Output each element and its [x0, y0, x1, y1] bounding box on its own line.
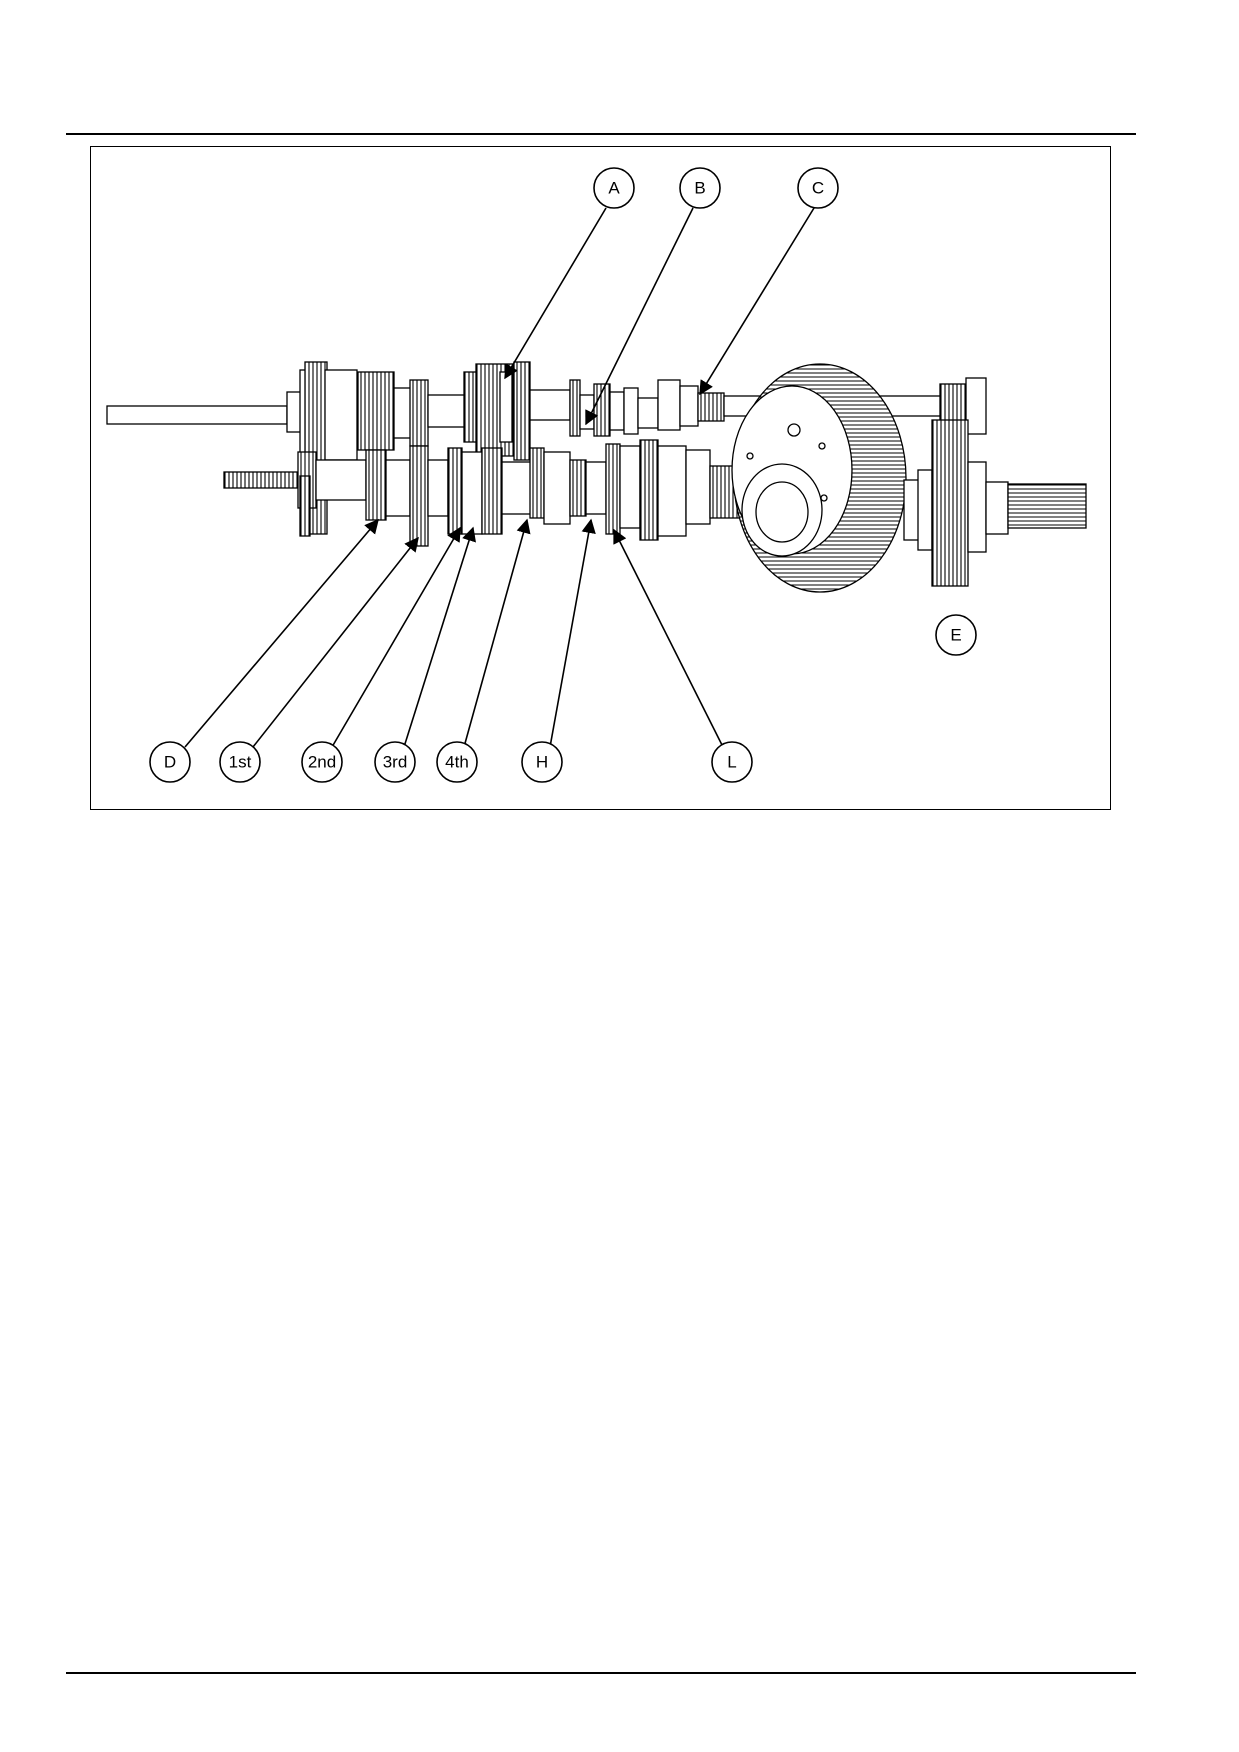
callout-1st: 1st — [219, 741, 261, 783]
callout-e: E — [935, 614, 977, 656]
gearbox-drawing — [106, 361, 1087, 593]
svg-text:4th: 4th — [445, 753, 469, 772]
svg-text:A: A — [608, 179, 620, 198]
callouts: A B C D 1st 2nd 3rd 4th — [149, 167, 977, 783]
svg-text:E: E — [950, 626, 961, 645]
callout-h: H — [521, 741, 563, 783]
svg-text:H: H — [536, 753, 548, 772]
leader-lines — [184, 207, 815, 748]
svg-text:B: B — [694, 179, 705, 198]
callout-d: D — [149, 741, 191, 783]
input-shaft — [106, 405, 288, 425]
callout-4th: 4th — [436, 741, 478, 783]
callout-c: C — [797, 167, 839, 209]
svg-text:1st: 1st — [229, 753, 252, 772]
output-spline — [1007, 483, 1087, 529]
svg-text:3rd: 3rd — [383, 753, 408, 772]
header-rule — [66, 133, 1136, 135]
callout-a: A — [593, 167, 635, 209]
callout-2nd: 2nd — [301, 741, 343, 783]
callout-b: B — [679, 167, 721, 209]
svg-text:2nd: 2nd — [308, 753, 336, 772]
svg-text:D: D — [164, 753, 176, 772]
footer-rule — [66, 1672, 1136, 1674]
svg-text:C: C — [812, 179, 824, 198]
callout-3rd: 3rd — [374, 741, 416, 783]
callout-l: L — [711, 741, 753, 783]
spline-end — [223, 471, 301, 489]
svg-text:L: L — [727, 753, 736, 772]
side-gear — [931, 419, 969, 587]
figure-frame — [90, 146, 1111, 810]
